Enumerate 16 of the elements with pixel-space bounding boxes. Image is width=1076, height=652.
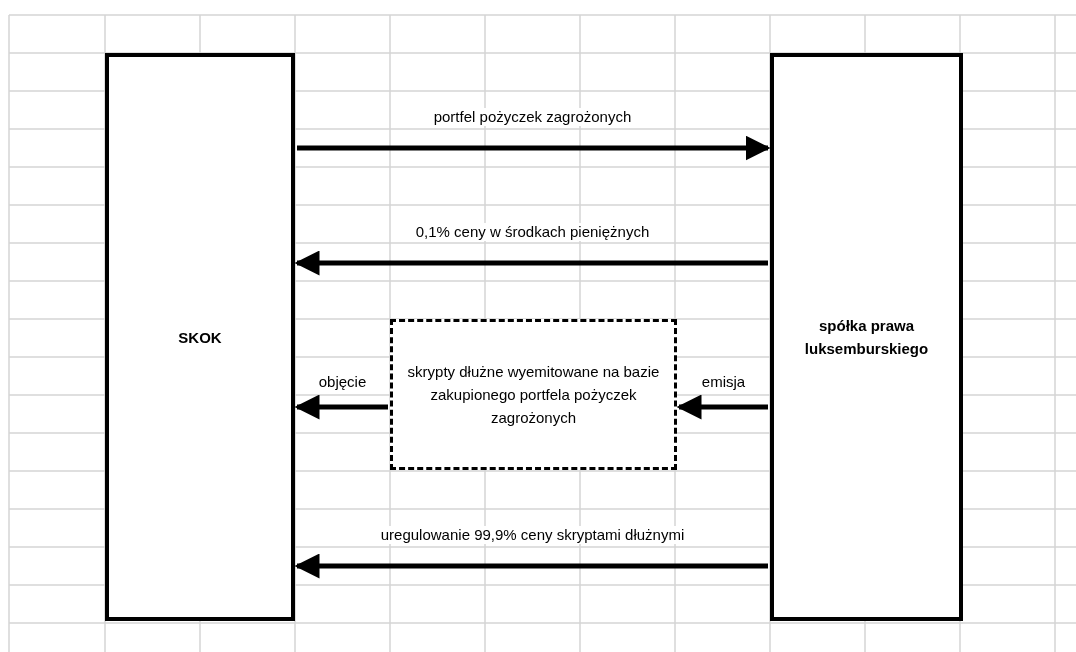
node-label: SKOK [178, 327, 222, 348]
edge-label: uregulowanie 99,9% ceny skryptami dłużnymi [378, 526, 687, 544]
edge-label: 0,1% ceny w środkach pieniężnych [413, 223, 652, 241]
node-label: skrypty dłużne wyemitowane na bazie zakupionego portfela pożyczek zagrożonych [406, 362, 661, 428]
edge-label: objęcie [316, 373, 369, 391]
entity-box [770, 53, 963, 621]
entity-box [105, 53, 295, 621]
dashed-box [390, 319, 677, 470]
arrow [294, 553, 768, 579]
edge-label: emisja [699, 373, 748, 391]
arrow [297, 135, 771, 161]
arrow [294, 394, 388, 420]
node-label: spółka prawa luksemburskiego [803, 316, 930, 359]
arrow [676, 394, 768, 420]
arrow [294, 250, 768, 276]
edge-label: portfel pożyczek zagrożonych [431, 108, 634, 126]
